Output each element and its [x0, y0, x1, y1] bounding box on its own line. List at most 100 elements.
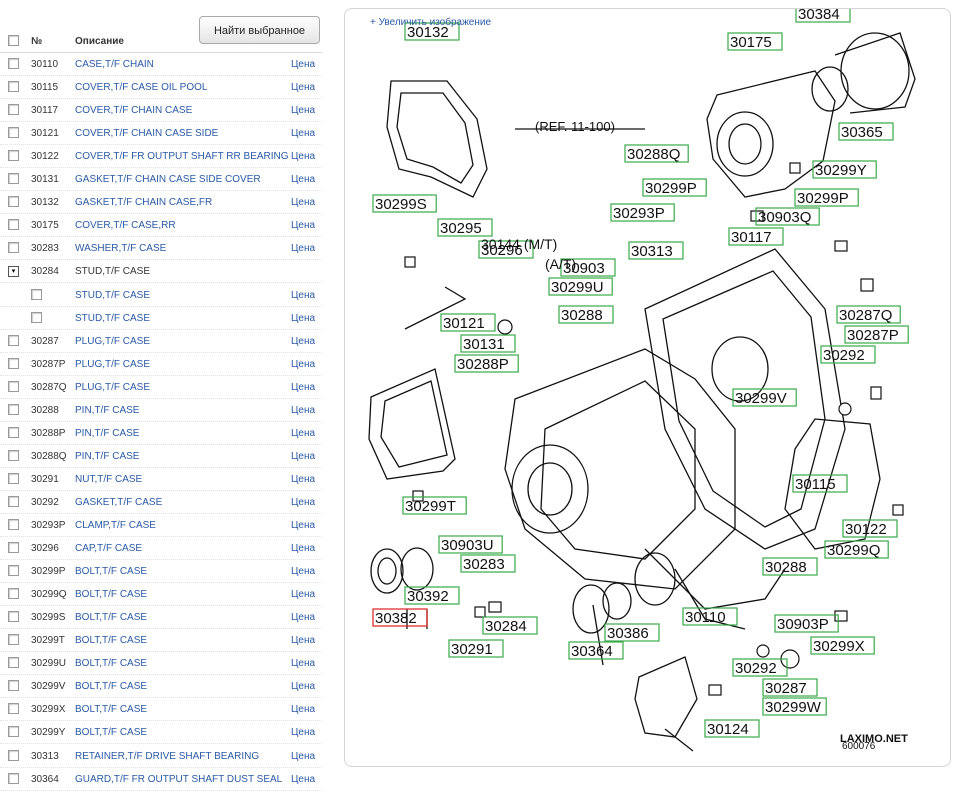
callout-label[interactable]: 30292: [732, 658, 788, 677]
callout-label[interactable]: 30293P: [610, 203, 675, 222]
part-description-link[interactable]: COVER,T/F FR OUTPUT SHAFT RR BEARING: [75, 151, 289, 163]
part-description-link[interactable]: NUT,T/F CASE: [75, 473, 143, 485]
row-checkbox[interactable]: [8, 104, 19, 116]
callout-label[interactable]: 30175: [727, 32, 783, 51]
part-description-link[interactable]: COVER,T/F CHAIN CASE: [75, 105, 193, 117]
callout-label[interactable]: 30292: [820, 345, 876, 364]
price-link[interactable]: Цена: [291, 450, 316, 462]
callout-label[interactable]: 30903U: [438, 535, 503, 554]
part-description-link[interactable]: CAP,T/F CASE: [75, 543, 143, 555]
row-checkbox[interactable]: [8, 519, 19, 530]
callout-label[interactable]: 30295: [437, 218, 493, 237]
expand-toggle-icon[interactable]: ▾: [8, 266, 19, 278]
price-link[interactable]: Цена: [291, 543, 316, 555]
part-description-link[interactable]: BOLT,T/F CASE: [75, 681, 148, 693]
row-checkbox[interactable]: [8, 150, 19, 162]
row-checkbox[interactable]: [31, 311, 42, 323]
price-link[interactable]: Цена: [291, 520, 316, 531]
row-checkbox[interactable]: [8, 380, 19, 392]
row-checkbox[interactable]: [31, 288, 42, 300]
price-link[interactable]: Цена: [291, 174, 316, 186]
callout-label[interactable]: 30110: [682, 607, 738, 626]
part-description-link[interactable]: CASE,T/F CHAIN: [75, 59, 154, 70]
callout-label[interactable]: 30382: [372, 608, 428, 627]
callout-label[interactable]: 30903: [560, 258, 616, 277]
callout-label[interactable]: 30284: [482, 616, 538, 635]
price-link[interactable]: Цена: [291, 82, 316, 94]
callout-label[interactable]: 30117: [728, 227, 784, 246]
row-checkbox[interactable]: [8, 127, 19, 139]
callout-label[interactable]: 30299U: [548, 277, 613, 296]
callout-label[interactable]: 30132: [404, 22, 460, 41]
row-checkbox[interactable]: [8, 334, 19, 346]
price-link[interactable]: Цена: [291, 312, 316, 324]
part-description-link[interactable]: PLUG,T/F CASE: [75, 335, 151, 347]
price-link[interactable]: Цена: [291, 681, 316, 693]
price-link[interactable]: Цена: [291, 658, 316, 670]
callout-label[interactable]: 30288: [558, 305, 614, 324]
callout-label[interactable]: 30299S: [372, 194, 437, 213]
price-link[interactable]: Цена: [291, 381, 316, 393]
row-checkbox[interactable]: [8, 472, 19, 484]
row-checkbox[interactable]: [8, 357, 19, 369]
price-link[interactable]: Цена: [291, 128, 316, 140]
row-checkbox[interactable]: [8, 680, 19, 692]
row-checkbox[interactable]: [8, 58, 19, 69]
part-description-link[interactable]: STUD,T/F CASE: [75, 312, 151, 324]
part-description-link[interactable]: COVER,T/F CHAIN CASE SIDE: [75, 128, 219, 140]
price-link[interactable]: Цена: [291, 197, 316, 209]
part-description-link[interactable]: GASKET,T/F CHAIN CASE SIDE COVER: [75, 174, 261, 186]
row-checkbox[interactable]: [8, 426, 19, 438]
callout-label[interactable]: 30291: [448, 639, 504, 658]
callout-label[interactable]: 30903P: [774, 614, 839, 633]
row-checkbox[interactable]: [8, 657, 19, 669]
callout-label[interactable]: 30386: [604, 623, 660, 642]
price-link[interactable]: Цена: [291, 220, 316, 232]
callout-label[interactable]: 30124: [704, 719, 760, 738]
price-link[interactable]: Цена: [291, 105, 316, 117]
price-link[interactable]: Цена: [291, 289, 316, 301]
callout-label[interactable]: 30392: [404, 586, 460, 605]
callout-label[interactable]: 30287: [762, 678, 818, 697]
callout-label[interactable]: 30288P: [454, 354, 519, 373]
part-description-link[interactable]: BOLT,T/F CASE: [75, 635, 148, 647]
callout-label[interactable]: 30903Q: [755, 207, 820, 226]
price-link[interactable]: Цена: [291, 589, 316, 601]
exploded-parts-diagram[interactable]: 3013230384301753036530288Q30299Y30299P30…: [345, 9, 950, 766]
price-link[interactable]: Цена: [291, 704, 316, 716]
row-checkbox[interactable]: [8, 449, 19, 461]
callout-label[interactable]: 30121: [440, 313, 496, 332]
row-checkbox[interactable]: [8, 588, 19, 600]
callout-label[interactable]: 30122: [842, 519, 898, 538]
part-description-link[interactable]: COVER,T/F CASE OIL POOL: [75, 82, 208, 94]
row-checkbox[interactable]: [8, 196, 19, 208]
callout-label[interactable]: 30299Y: [812, 160, 877, 179]
price-link[interactable]: Цена: [291, 427, 316, 439]
part-description-link[interactable]: PIN,T/F CASE: [75, 450, 140, 462]
row-checkbox[interactable]: [8, 219, 19, 231]
row-checkbox[interactable]: [8, 703, 19, 715]
part-description-link[interactable]: BOLT,T/F CASE: [75, 727, 148, 739]
callout-label[interactable]: 30299P: [794, 188, 859, 207]
callout-label[interactable]: 30287P: [844, 325, 909, 344]
price-link[interactable]: Цена: [291, 635, 316, 647]
part-description-link[interactable]: GASKET,T/F CASE: [75, 496, 163, 508]
callout-label[interactable]: 30299W: [762, 697, 827, 716]
part-description-link[interactable]: BOLT,T/F CASE: [75, 612, 148, 624]
callout-label[interactable]: 30299X: [810, 636, 875, 655]
part-description-link[interactable]: PLUG,T/F CASE: [75, 358, 151, 370]
callout-label[interactable]: 30364: [568, 641, 624, 660]
row-checkbox[interactable]: [8, 611, 19, 623]
callout-label[interactable]: 30299T: [402, 496, 467, 515]
part-description-link[interactable]: PLUG,T/F CASE: [75, 381, 151, 393]
callout-label[interactable]: 30299Q: [824, 540, 889, 559]
callout-label[interactable]: 30283: [460, 554, 516, 573]
price-link[interactable]: Цена: [291, 358, 316, 370]
part-description-link[interactable]: PIN,T/F CASE: [75, 427, 140, 439]
callout-label[interactable]: 30288: [762, 557, 818, 576]
row-checkbox[interactable]: [8, 726, 19, 738]
enlarge-image-link[interactable]: + Увеличить изображение: [370, 17, 492, 28]
row-checkbox[interactable]: [8, 495, 19, 507]
row-checkbox[interactable]: [8, 772, 19, 784]
row-checkbox[interactable]: [8, 173, 19, 185]
